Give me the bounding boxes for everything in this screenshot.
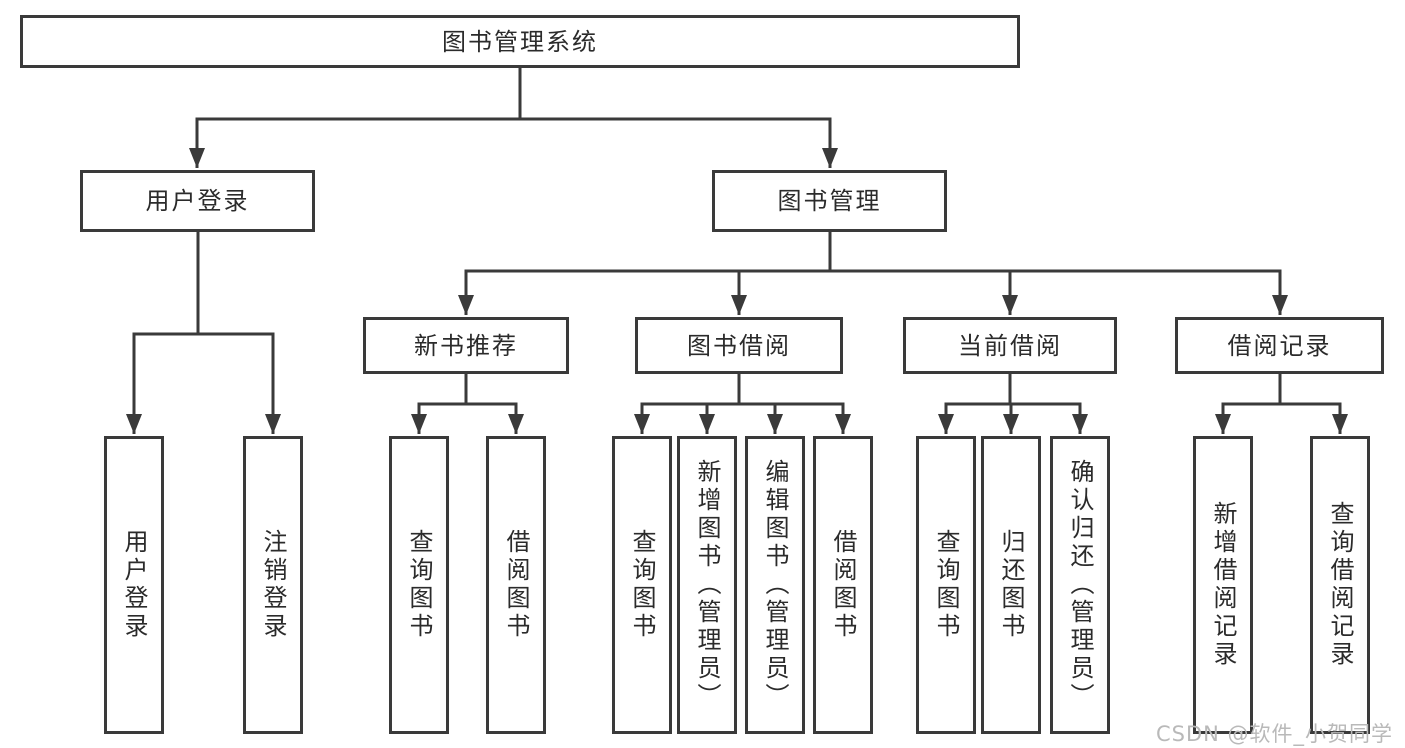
node-borrow-books: 借阅图书: [813, 436, 873, 734]
node-query-books-recommend: 查询图书: [389, 436, 449, 734]
connector-root-to-level2: [189, 65, 838, 168]
node-label: 新增借阅记录: [1209, 501, 1237, 669]
node-label: 新书推荐: [414, 331, 518, 360]
node-user-login: 用户登录: [80, 170, 315, 232]
connector-new-book-rec-children: [411, 372, 524, 434]
node-new-book-recommend: 新书推荐: [363, 317, 569, 374]
node-label: 查询图书: [932, 529, 960, 641]
node-return-books: 归还图书: [981, 436, 1041, 734]
node-label: 借阅记录: [1227, 331, 1332, 360]
node-add-borrow-record: 新增借阅记录: [1193, 436, 1253, 734]
connector-book-borrow-children: [634, 372, 851, 434]
node-book-management-system: 图书管理系统: [20, 15, 1020, 68]
node-label: 图书借阅: [687, 331, 791, 360]
node-label: 确认归还（管理员）: [1066, 459, 1094, 711]
node-query-books-borrow: 查询图书: [612, 436, 672, 734]
node-add-books-admin: 新增图书（管理员）: [677, 436, 737, 734]
node-query-borrow-record: 查询借阅记录: [1310, 436, 1370, 734]
csdn-watermark: CSDN @软件_小贺同学: [1156, 722, 1394, 746]
node-label: 查询图书: [405, 529, 433, 641]
node-query-books-current: 查询图书: [916, 436, 976, 734]
node-user-login-leaf: 用户登录: [104, 436, 164, 734]
node-book-management: 图书管理: [712, 170, 947, 232]
connector-current-borrow-children: [938, 372, 1088, 434]
node-label: 图书管理系统: [442, 27, 598, 56]
node-logout: 注销登录: [243, 436, 303, 734]
node-label: 用户登录: [120, 529, 148, 641]
node-label: 当前借阅: [958, 331, 1062, 360]
node-label: 用户登录: [145, 187, 250, 215]
node-current-borrow: 当前借阅: [903, 317, 1117, 374]
connector-borrow-records-children: [1215, 372, 1348, 434]
node-label: 编辑图书（管理员）: [761, 459, 789, 711]
node-borrow-books-recommend: 借阅图书: [486, 436, 546, 734]
node-label: 新增图书（管理员）: [693, 459, 721, 711]
node-confirm-return-admin: 确认归还（管理员）: [1050, 436, 1110, 734]
connector-user-login-children: [126, 230, 281, 434]
node-label: 注销登录: [259, 529, 287, 641]
node-label: 归还图书: [997, 529, 1025, 641]
node-borrow-records: 借阅记录: [1175, 317, 1384, 374]
node-label: 借阅图书: [829, 529, 857, 641]
node-label: 借阅图书: [502, 529, 530, 641]
node-label: 查询图书: [628, 529, 656, 641]
node-label: 查询借阅记录: [1326, 501, 1354, 669]
node-label: 图书管理: [777, 187, 882, 215]
node-edit-books-admin: 编辑图书（管理员）: [745, 436, 805, 734]
node-book-borrow: 图书借阅: [635, 317, 843, 374]
connector-book-mgmt-children: [458, 230, 1288, 315]
